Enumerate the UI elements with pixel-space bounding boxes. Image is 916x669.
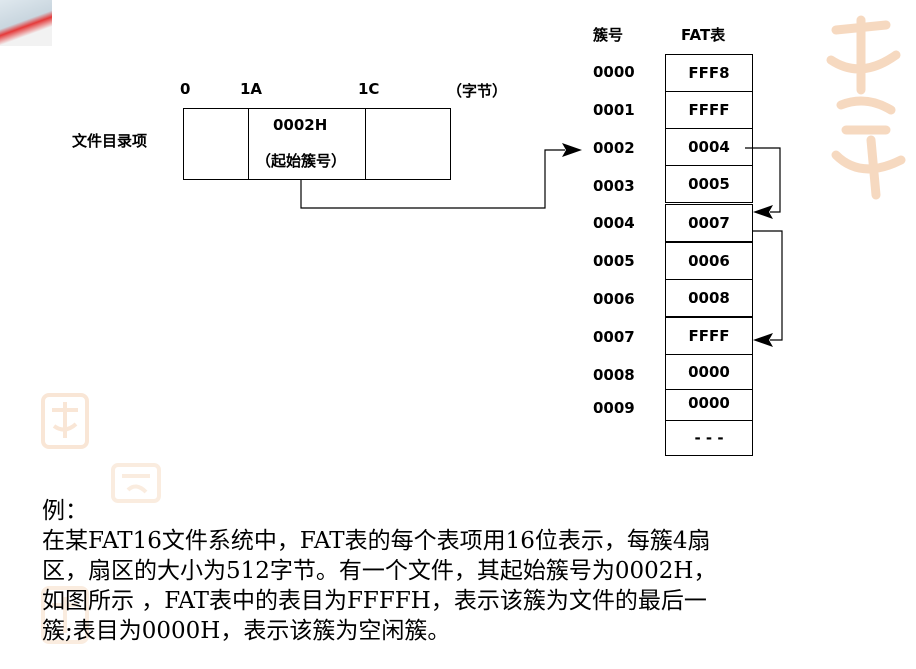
- seal-watermark: [41, 393, 89, 449]
- fat-cell: 0008: [665, 279, 753, 317]
- chain-arrow-0002-0004: [745, 147, 781, 213]
- example-line: 簇;表目为0000H，表示该簇为空闲簇。: [42, 618, 451, 644]
- example-line: 在某FAT16文件系统中，FAT表的每个表项用16位表示，每簇4扇: [42, 528, 711, 554]
- start-cluster-note: （起始簇号）: [256, 152, 347, 170]
- cluster-number: 0003: [593, 177, 635, 195]
- seal-watermark: [41, 586, 89, 644]
- example-line: 如图所示 ，FAT表中的表目为FFFFH，表示该簇为文件的最后一: [42, 588, 707, 614]
- example-line: 区，扇区的大小为512字节。有一个文件，其起始簇号为0002H，: [42, 558, 717, 584]
- cluster-number: 0006: [593, 290, 635, 308]
- seal-watermark: [111, 463, 161, 503]
- cluster-number: 0000: [593, 63, 635, 81]
- corner-logo: [0, 0, 52, 46]
- example-text-block: 例： 在某FAT16文件系统中，FAT表的每个表项用16位表示，每簇4扇 区，扇…: [42, 496, 902, 646]
- arrowhead: [562, 143, 582, 157]
- chain-arrow-0004-0007: [753, 230, 783, 341]
- cluster-number: 0004: [593, 214, 635, 232]
- cluster-number: 0002: [593, 139, 635, 157]
- cluster-number: 0007: [593, 328, 635, 346]
- start-cluster-pointer: [300, 149, 565, 209]
- fat-header: FAT表: [681, 26, 726, 44]
- dir-entry-label: 文件目录项: [72, 132, 148, 150]
- cluster-number: 0008: [593, 366, 635, 384]
- unit-label: （字节）: [447, 82, 508, 100]
- calligraphy-watermark: [826, 15, 906, 200]
- arrowhead: [753, 333, 773, 347]
- start-cluster-value: 0002H: [273, 116, 328, 134]
- cluster-number: 0009: [593, 399, 635, 417]
- cluster-header: 簇号: [593, 26, 624, 44]
- cluster-number: 0005: [593, 252, 635, 270]
- offset-0: 0: [180, 80, 191, 98]
- offset-1a: 1A: [240, 80, 263, 98]
- arrowhead: [753, 205, 773, 219]
- dir-field-right: [365, 108, 451, 180]
- cluster-number: 0001: [593, 101, 635, 119]
- fat-cell: 0005: [665, 165, 753, 203]
- fat-cell: 0007: [665, 204, 753, 242]
- fat-cell-ellipsis: - - -: [665, 420, 753, 456]
- example-title: 例：: [42, 498, 88, 524]
- offset-1c: 1C: [358, 80, 380, 98]
